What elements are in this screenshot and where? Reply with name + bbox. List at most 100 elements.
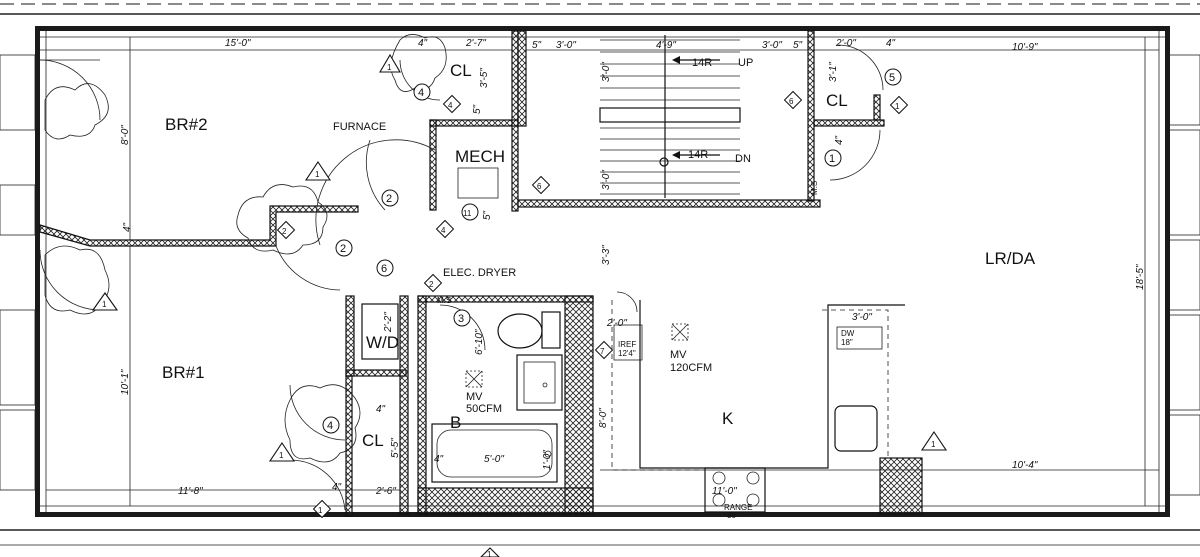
stair-treads-down [600, 127, 740, 195]
dim-cl-right-b: 4" [834, 135, 845, 145]
door-tag: 4 [441, 226, 446, 235]
dim-stair-d: 5" [793, 40, 803, 51]
door-tag: 1 [829, 153, 835, 165]
door-tag: 6 [537, 182, 542, 191]
dim-cl-bot-d: 5'-5" [390, 438, 401, 458]
revision-tag: 1 [102, 300, 107, 309]
room-label-br2: BR#2 [165, 115, 208, 134]
room-label-br1: BR#1 [162, 363, 205, 382]
dim-cl-top-d: 3'-5" [479, 68, 490, 88]
dim-k-width: 10'-4" [1012, 460, 1038, 471]
revision-tag: 1 [279, 451, 284, 460]
label-ms-bath: M.S [437, 296, 451, 305]
dim-wall-thk: 4" [122, 222, 133, 232]
dim-mech-e: 3'-3" [601, 245, 612, 265]
door-tags: 1 2 2 2 2 3 4 4 4 4 5 6 6 6 7 1 1 11 [276, 68, 909, 519]
dim-k-range: 11'-0" [712, 486, 737, 497]
door-tag: 4 [327, 420, 333, 432]
dim-br2-width: 15'-0" [225, 38, 251, 49]
label-dn: DN [735, 153, 751, 165]
label-range: RANGE [724, 503, 752, 512]
label-risers-up: 14R [692, 57, 712, 69]
room-label-cl-right: CL [826, 91, 848, 110]
dim-bath-a: 4" [434, 454, 444, 465]
label-risers-dn: 14R [688, 149, 708, 161]
label-dw: DW [841, 329, 855, 338]
stair [599, 35, 741, 198]
revision-triangles: 1 1 1 1 1 1 [91, 53, 948, 557]
door-tag: 4 [418, 87, 424, 99]
dim-cl-top-a: 4" [418, 38, 428, 49]
dim-cl-bot-w: 2'-6" [375, 486, 396, 497]
door-tag: 4 [448, 101, 453, 110]
room-label-lrda: LR/DA [985, 249, 1036, 268]
room-label-cl-top: CL [450, 61, 472, 80]
dim-cl-right-d: 3'-1" [828, 62, 839, 82]
label-iref-size: 12'4" [618, 349, 636, 358]
dim-br1-depth: 10'-1" [120, 369, 131, 395]
room-label-kitchen: K [722, 409, 734, 428]
dim-stair-e: 3'-0" [601, 62, 612, 82]
dim-stair-f: 3'-0" [601, 170, 612, 190]
dim-br1-width: 11'-8" [178, 486, 203, 497]
dim-lr-depth: 18'-5" [1135, 264, 1146, 290]
door-tag: 1 [895, 102, 900, 111]
room-label-mech: MECH [455, 147, 505, 166]
door-tag: 6 [789, 97, 794, 106]
bath-fixtures [431, 311, 563, 483]
label-mv-bath: MV [466, 391, 483, 403]
dim-stair-w: 4'-9" [656, 40, 676, 51]
door-tag: 6 [381, 263, 387, 275]
dim-stair-c: 5" [532, 40, 542, 51]
door-tag: 2 [340, 243, 346, 255]
kitchen [361, 167, 905, 513]
exterior-walls [35, 26, 1170, 517]
dim-k-left: 2'-0" [606, 318, 627, 329]
label-mv-kitchen: MV [670, 349, 687, 361]
doors [39, 44, 884, 511]
door-tag: 1 [318, 506, 323, 515]
label-mv-kitchen-cfm: 120CFM [670, 362, 712, 374]
dim-cl-right-a: 4" [886, 38, 896, 49]
label-elec-dryer: ELEC. DRYER [443, 267, 516, 279]
stair-treads-up [600, 39, 740, 101]
room-label-cl-bottom: CL [362, 431, 384, 450]
label-furnace: FURNACE [333, 121, 386, 133]
revision-tag: 1 [315, 170, 320, 179]
dim-bath-tub: 5'-0" [484, 454, 504, 465]
dim-k-depth: 8'-0" [598, 408, 609, 428]
label-mv-bath-cfm: 50CFM [466, 403, 502, 415]
dim-cl-bot-a: 4" [376, 404, 386, 415]
label-dw-size: 18" [841, 338, 853, 347]
dim-cl-top-w: 2'-7" [465, 38, 486, 49]
dimensions: 15'-0" 8'-0" 11'-8" 10'-1" 10'-9" 18'-5"… [40, 37, 1159, 506]
door-tag: 11 [463, 209, 472, 218]
door-tag: 2 [429, 280, 434, 289]
door-tag: 3 [458, 313, 464, 325]
room-label-wd: W/D [366, 333, 399, 352]
annotations: FURNACE ELEC. DRYER UP DN 14R 14R MV 120… [333, 57, 855, 520]
dim-stair-a: 3'-0" [556, 40, 576, 51]
revision-tag: 1 [387, 63, 392, 72]
room-labels: BR#2 BR#1 LR/DA K MECH W/D CL CL CL B [162, 61, 1036, 450]
room-label-bath: B [450, 413, 461, 432]
revision-clouds [44, 34, 447, 463]
door-tag: 7 [600, 347, 605, 356]
door-tag: 2 [386, 193, 392, 205]
dim-cl-right-w: 2'-0" [835, 38, 856, 49]
dim-cl-top-b: 5" [472, 104, 483, 114]
dim-mech-d: 5" [482, 210, 493, 220]
revision-tag: 1 [931, 440, 936, 449]
label-ms-closet: M.S [810, 181, 819, 195]
revision-tag: 1 [487, 550, 492, 557]
label-iref: IREF [618, 340, 636, 349]
door-tag: 5 [889, 72, 895, 84]
dim-wd-w: 2'-2" [383, 312, 394, 333]
door-tag: 2 [282, 227, 287, 236]
label-up: UP [738, 57, 753, 69]
dim-stair-b: 3'-0" [762, 40, 782, 51]
interior-walls [39, 30, 923, 517]
label-range-size: 30" [727, 511, 739, 520]
dim-lr-width: 10'-9" [1012, 42, 1038, 53]
